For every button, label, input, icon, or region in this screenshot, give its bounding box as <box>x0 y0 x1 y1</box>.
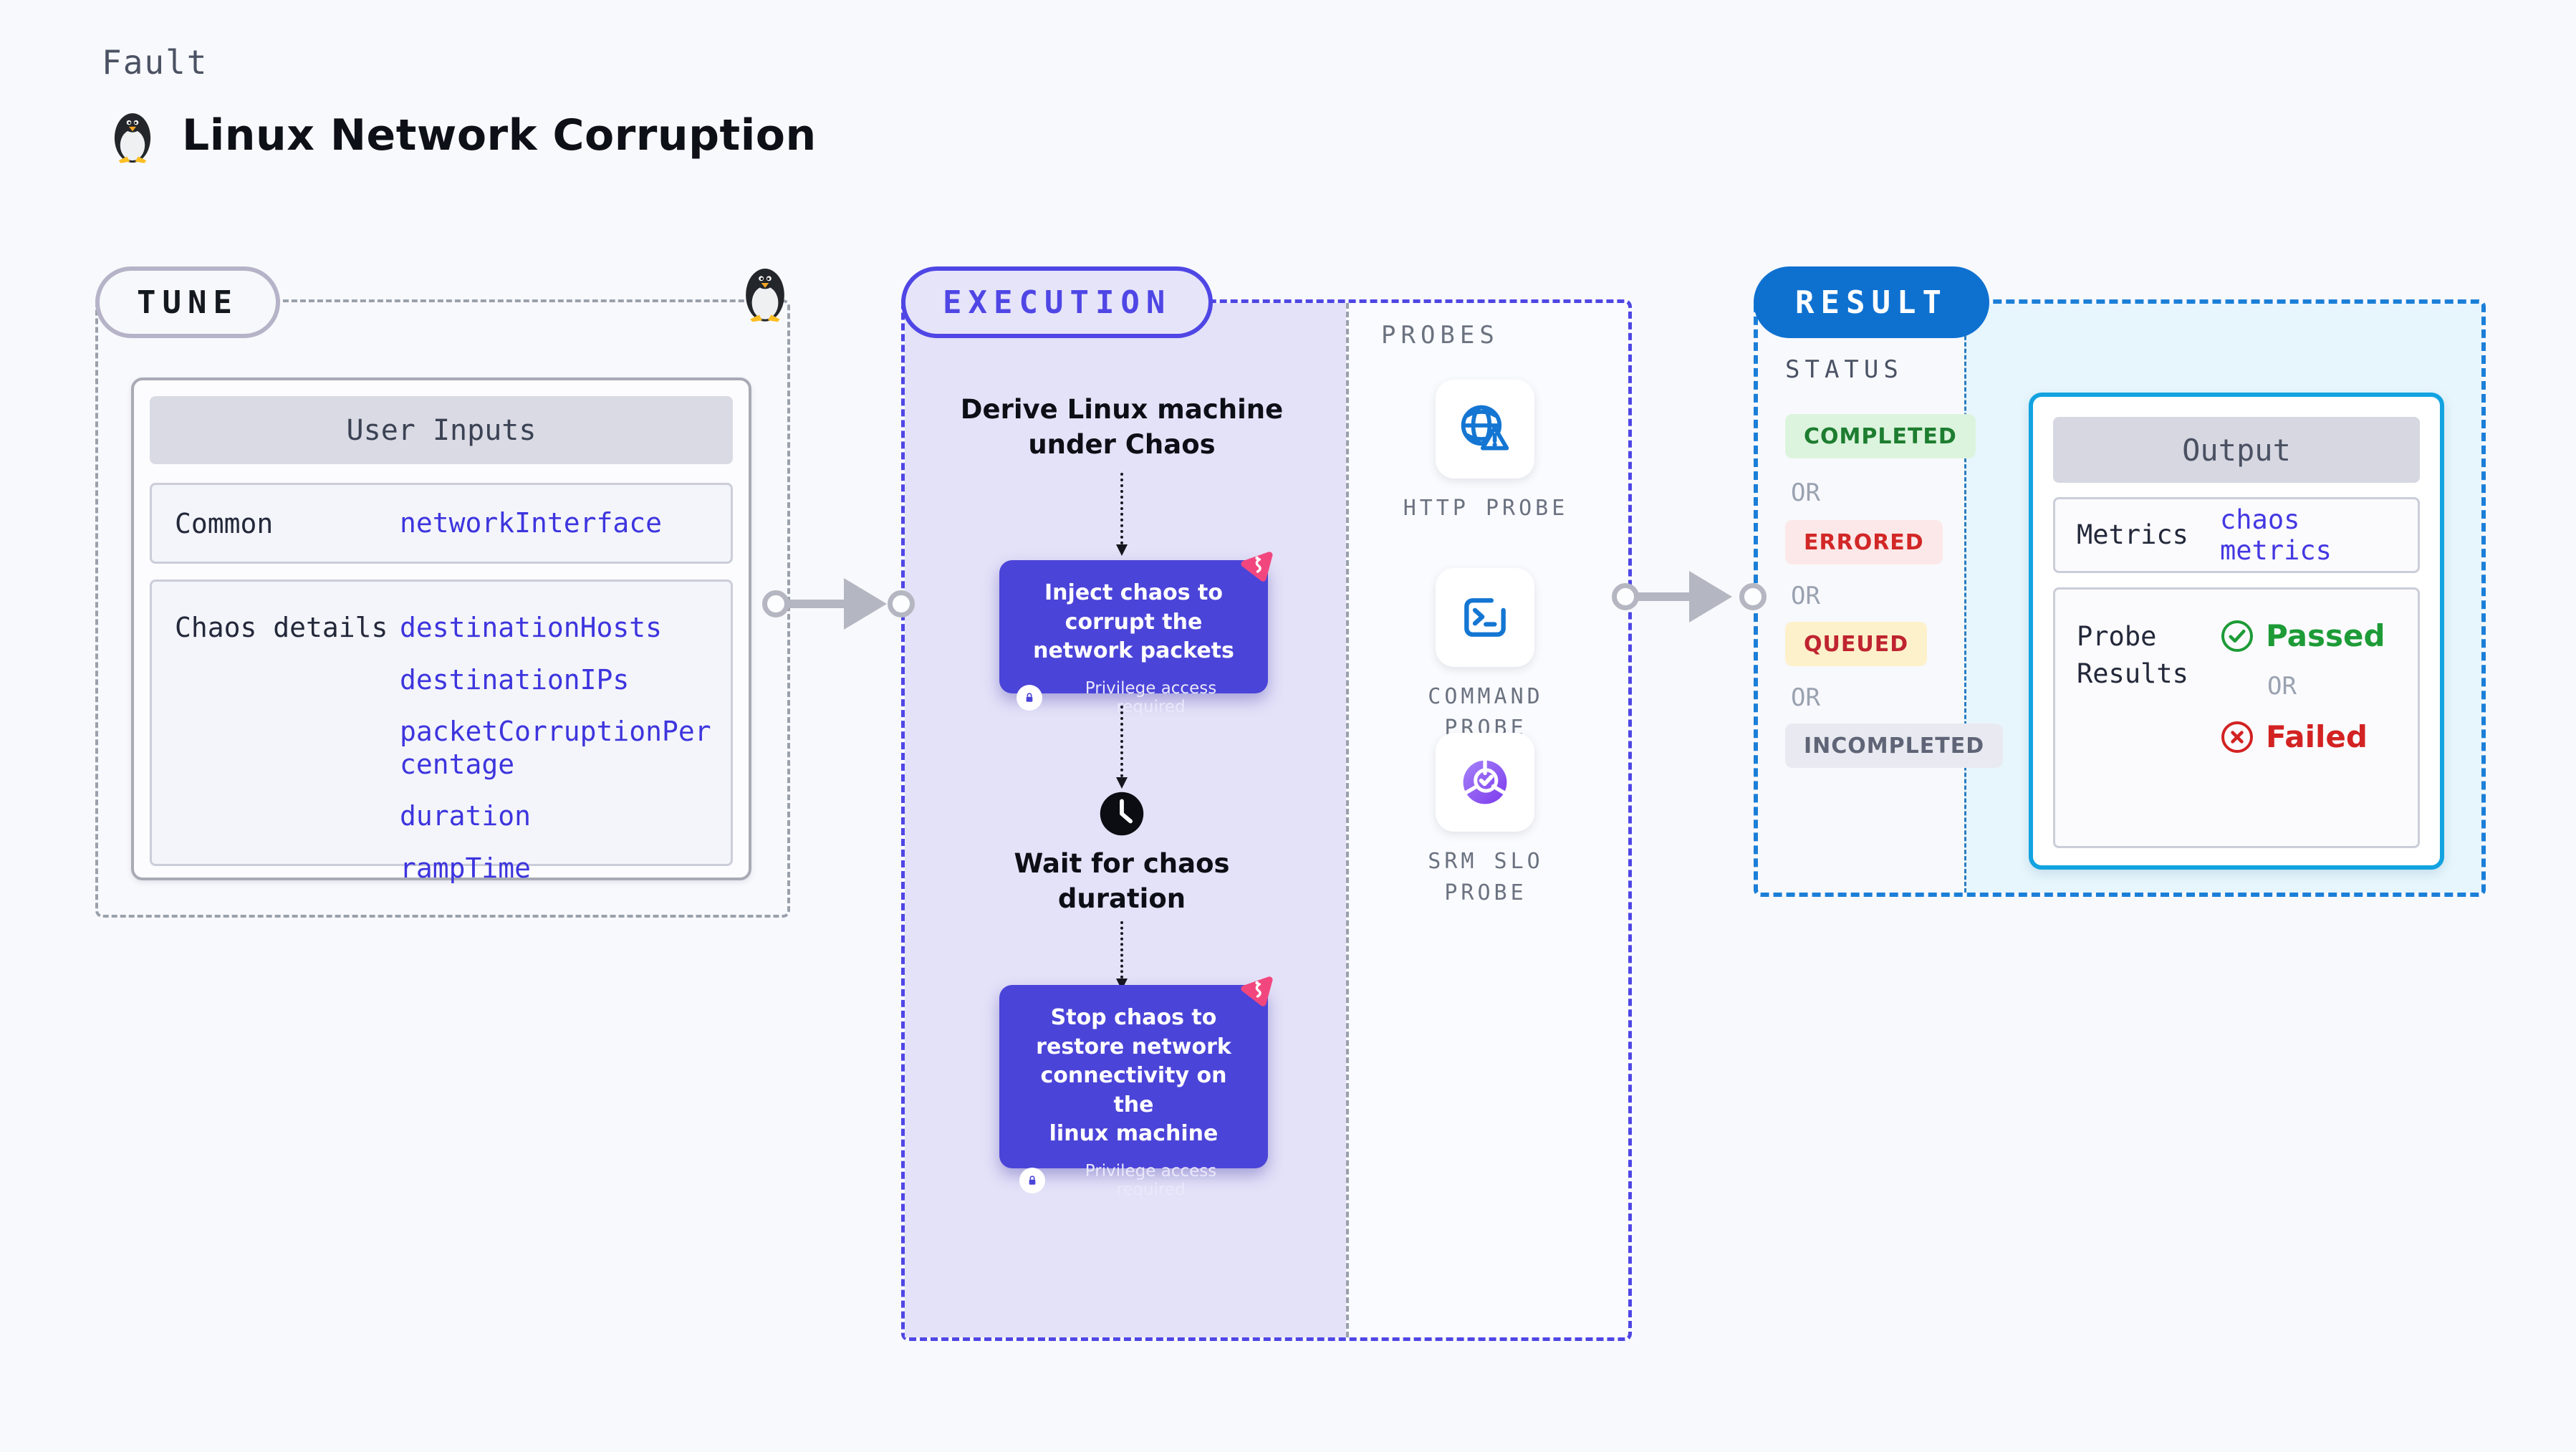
param-link[interactable]: destinationHosts <box>400 612 663 643</box>
status-errored-badge: ERRORED <box>1785 520 1943 564</box>
http-probe-card <box>1436 380 1534 479</box>
connector-dot <box>1612 583 1639 610</box>
failed-verdict: Failed <box>2220 719 2385 754</box>
command-probe-card <box>1436 568 1534 667</box>
common-value-link[interactable]: networkInterface <box>400 506 663 539</box>
status-queued-badge: QUEUED <box>1785 622 1928 666</box>
user-inputs-card: User Inputs Common networkInterface Chao… <box>131 378 751 884</box>
metrics-value-link[interactable]: chaos metrics <box>2220 504 2332 566</box>
clock-icon <box>1100 792 1144 836</box>
flow-arrow-down <box>1116 921 1128 990</box>
failed-text: Failed <box>2266 719 2368 754</box>
common-label: Common <box>175 507 274 539</box>
arrow-head <box>844 578 887 630</box>
pink-chaos-flag-icon <box>1241 976 1273 1006</box>
metrics-row: Metrics chaos metrics <box>2053 497 2420 573</box>
probes-label: PROBES <box>1381 321 1499 350</box>
output-card: Output Metrics chaos metrics Probe Resul… <box>2029 393 2444 870</box>
x-circle-icon <box>2221 721 2253 753</box>
metrics-label: Metrics <box>2077 519 2188 551</box>
title-row: Linux Network Corruption <box>102 105 817 166</box>
privilege-text: Privilege access required <box>1085 678 1217 716</box>
derive-step-text: Derive Linux machine under Chaos <box>960 394 1284 460</box>
param-link[interactable]: duration <box>400 800 532 832</box>
chaos-details-row: Chaos details destinationHosts destinati… <box>150 580 733 884</box>
fault-kicker: Fault <box>102 43 208 82</box>
status-completed-badge: COMPLETED <box>1785 414 1976 458</box>
tux-penguin-icon <box>114 113 151 163</box>
result-badge: RESULT <box>1754 266 1989 338</box>
privilege-text: Privilege access required <box>1085 1161 1217 1199</box>
wait-step-text: Wait for chaos duration <box>1014 848 1230 914</box>
passed-verdict: Passed <box>2220 618 2385 653</box>
connector-dot <box>762 590 789 617</box>
tune-badge: TUNE <box>95 266 280 338</box>
srm-slo-probe-card <box>1436 733 1534 832</box>
connector-dot <box>888 590 915 617</box>
page-title: Linux Network Corruption <box>182 110 817 160</box>
probe-results-label: Probe Results <box>2077 621 2188 689</box>
tune-section <box>95 299 790 918</box>
stop-step-text: Stop chaos to restore network connectivi… <box>1036 1005 1231 1146</box>
inject-step-text: Inject chaos to corrupt the network pack… <box>1033 580 1234 663</box>
arrow-line <box>1629 592 1692 601</box>
output-header: Output <box>2053 417 2420 483</box>
verdict-or: OR <box>2267 672 2297 701</box>
check-circle-icon <box>2221 620 2253 652</box>
execution-badge: EXECUTION <box>901 266 1213 338</box>
status-label: STATUS <box>1785 355 1903 384</box>
status-or: OR <box>1791 683 1820 712</box>
chaos-params-list: destinationHosts destinationIPs packetCo… <box>400 612 715 905</box>
common-row: Common networkInterface <box>150 483 733 564</box>
status-or: OR <box>1791 582 1820 610</box>
tux-penguin-corner-icon <box>746 269 784 322</box>
inject-chaos-step: Inject chaos to corrupt the network pack… <box>999 552 1273 716</box>
param-link[interactable]: rampTime <box>400 852 532 884</box>
slo-gauge-check-icon <box>1463 758 1507 804</box>
status-or: OR <box>1791 479 1820 507</box>
globe-alert-icon <box>1461 405 1509 451</box>
verdict-list: Passed OR Failed <box>2220 618 2385 754</box>
param-link[interactable]: destinationIPs <box>400 663 630 696</box>
user-inputs-header: User Inputs <box>150 396 733 464</box>
pink-chaos-flag-icon <box>1241 552 1273 582</box>
privilege-row: Privilege access required <box>1019 1162 1248 1199</box>
probes-divider <box>1346 303 1349 1337</box>
param-link[interactable]: packetCorruptionPercentage <box>400 716 711 780</box>
srm-slo-probe-label: SRM SLO PROBE <box>1428 849 1544 905</box>
terminal-icon <box>1464 598 1506 637</box>
http-probe-label: HTTP PROBE <box>1403 496 1569 521</box>
status-incompleted-badge: INCOMPLETED <box>1785 723 2004 768</box>
lock-icon <box>1019 1167 1045 1193</box>
flow-arrow-down <box>1116 473 1128 556</box>
arrow-head <box>1689 571 1732 622</box>
passed-text: Passed <box>2266 618 2385 653</box>
arrow-line <box>779 600 847 608</box>
privilege-row: Privilege access required <box>1017 679 1251 716</box>
flow-arrow-down <box>1116 706 1128 789</box>
stop-chaos-step: Stop chaos to restore network connectivi… <box>999 976 1273 1199</box>
connector-dot <box>1739 583 1767 610</box>
chaos-details-label: Chaos details <box>175 612 388 643</box>
probe-results-row: Probe Results Passed OR Failed <box>2053 587 2420 848</box>
result-divider <box>1964 304 1966 893</box>
lock-icon <box>1017 684 1042 711</box>
